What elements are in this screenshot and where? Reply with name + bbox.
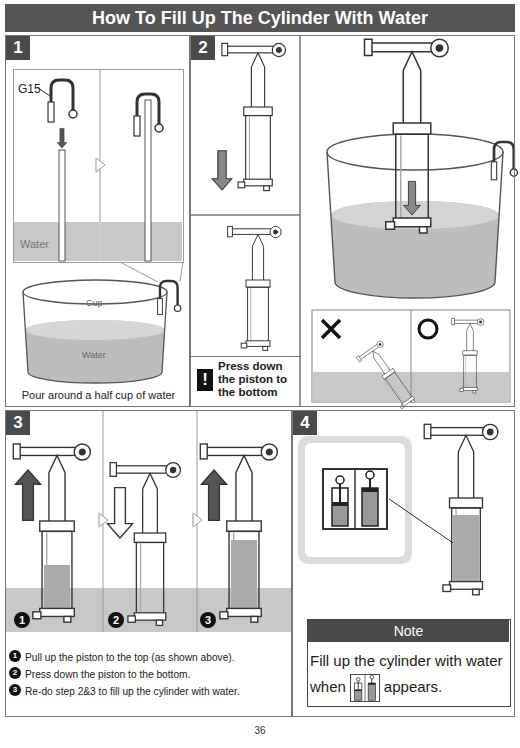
step-panel: 2!Press down the piston to the bottom <box>190 35 515 407</box>
water <box>101 222 182 261</box>
step-badge: 2 <box>191 36 215 60</box>
step-badge: 3 <box>6 411 30 435</box>
clip <box>491 142 517 180</box>
down-arrow <box>57 128 67 148</box>
part-label: Water <box>20 238 49 251</box>
compare-divider <box>411 310 412 402</box>
detail-inset: G15Water <box>13 69 184 263</box>
divider-chevron <box>193 513 202 527</box>
divider-chevron <box>99 513 108 527</box>
wrong-mark <box>322 320 340 338</box>
part-code: G15 <box>18 82 41 96</box>
down-arrow <box>107 488 132 538</box>
step-number: 2 <box>108 612 124 628</box>
water <box>13 222 99 261</box>
compare-box <box>312 310 510 402</box>
cup-wall <box>145 100 151 261</box>
step-panel: 3Pull up the piston to the top (as shown… <box>5 410 292 717</box>
right-mark <box>419 320 437 338</box>
warning-box: !Press down the piston to the bottom <box>191 356 301 408</box>
note-text: Fill up the cylinder with water whenappe… <box>310 648 510 702</box>
step-badge: 1 <box>6 36 30 60</box>
cylinder-water <box>44 565 70 610</box>
down-arrow <box>404 181 421 215</box>
note-heading: Note <box>308 620 509 642</box>
step-number: 1 <box>9 650 21 662</box>
piston <box>222 43 286 190</box>
leader-line <box>120 262 158 282</box>
step-number: 1 <box>14 612 30 628</box>
leader-line <box>180 262 183 282</box>
piston <box>365 39 449 233</box>
warning-text: Press down the piston to the bottom <box>218 360 300 399</box>
up-arrow <box>15 470 40 520</box>
water <box>25 320 165 383</box>
cup-outline <box>23 292 167 383</box>
piston <box>200 444 277 622</box>
cup-wall <box>59 150 65 261</box>
panel-divider <box>299 35 301 407</box>
step-panel: 4NoteFill up the cylinder with water whe… <box>292 410 515 717</box>
part-label: Cup <box>86 298 103 309</box>
wrong-mark <box>322 320 340 338</box>
state-icon <box>350 674 380 702</box>
clip <box>134 94 163 136</box>
up-arrow <box>201 470 226 520</box>
step-number: 2 <box>9 667 21 679</box>
piston <box>452 319 484 393</box>
cylinder-water <box>231 540 257 610</box>
step-number: 3 <box>9 684 21 696</box>
instruction-text: Press down the piston to the bottom. <box>25 668 290 681</box>
cylinder-water <box>453 515 479 583</box>
note-box: NoteFill up the cylinder with water when… <box>307 619 511 707</box>
instruction-text: Pour around a half cup of water <box>11 389 186 402</box>
page-title: How To Fill Up The Cylinder With Water <box>5 4 515 32</box>
piston <box>13 444 90 622</box>
state-icon <box>350 674 379 701</box>
divider-chevron <box>96 158 105 172</box>
part-label: Water <box>82 350 106 361</box>
piston <box>228 226 282 350</box>
water <box>331 201 499 298</box>
water-surface <box>25 320 165 340</box>
cup-rim <box>327 134 503 170</box>
step-badge: 4 <box>293 411 317 435</box>
clip <box>48 80 77 122</box>
clip <box>158 281 181 315</box>
panel-divider <box>190 214 300 216</box>
warning-icon: ! <box>197 369 213 391</box>
icon-frame-outer <box>298 436 412 564</box>
page-number: 36 <box>245 725 275 737</box>
state-icon <box>323 469 387 529</box>
piston <box>424 424 498 595</box>
instruction-text: Pull up the piston to the top (as shown … <box>25 651 290 664</box>
instruction-text: Re-do step 2&3 to fill up the cylinder w… <box>25 685 290 698</box>
down-arrow <box>212 151 232 190</box>
step-number: 3 <box>200 612 216 628</box>
note-text: appears. <box>384 678 442 695</box>
piston <box>356 340 421 414</box>
leader-line <box>389 499 456 545</box>
